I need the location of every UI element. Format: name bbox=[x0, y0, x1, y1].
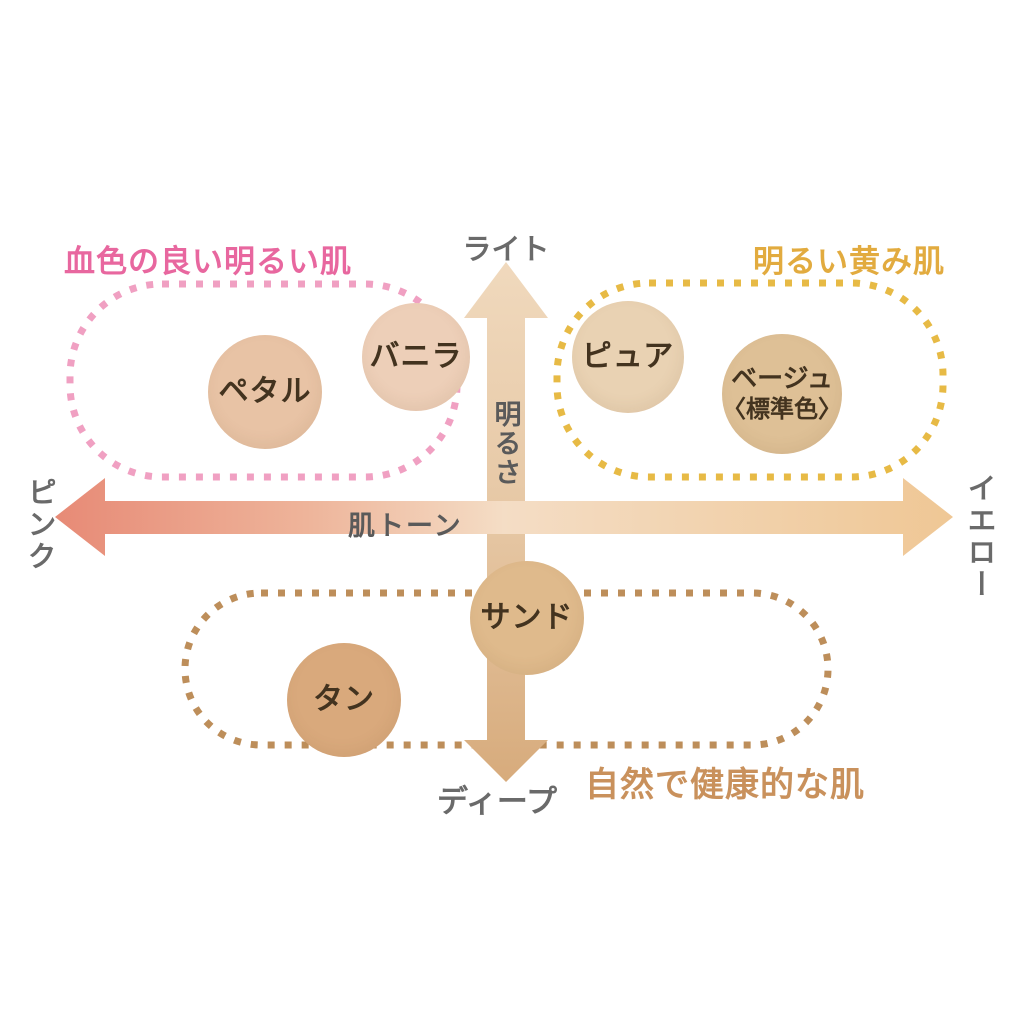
yellow-group-frame bbox=[553, 279, 947, 481]
skintone-axis-arrow bbox=[55, 478, 953, 556]
shade-label-sand: サンド bbox=[480, 600, 574, 634]
axis-bottom-label-deep: ディープ bbox=[437, 784, 557, 819]
axis-right-label-yellow: イエロー bbox=[963, 473, 995, 601]
shade-circle-tan: タン bbox=[287, 643, 401, 757]
shade-circle-sand: サンド bbox=[470, 561, 584, 675]
yellow-group-title: 明るい黄み肌 bbox=[753, 244, 945, 279]
shade-label-pure: ピュア bbox=[581, 339, 675, 373]
axis-left-label-pink: ピンク bbox=[23, 477, 55, 573]
shade-label-vanilla: バニラ bbox=[369, 339, 463, 373]
shade-label-petal: ペタル bbox=[218, 374, 312, 408]
skintone-axis-name: 肌トーン bbox=[348, 511, 463, 541]
shade-circle-pure: ピュア bbox=[572, 301, 684, 413]
axis-top-label-light: ライト bbox=[462, 234, 550, 266]
pink-group-frame bbox=[66, 280, 461, 481]
pink-group-title: 血色の良い明るい肌 bbox=[64, 244, 352, 279]
shade-note-beige-standard: 〈標準色〉 bbox=[722, 396, 842, 424]
shade-circle-beige: ベージュ 〈標準色〉 bbox=[722, 334, 842, 454]
shade-circle-vanilla: バニラ bbox=[362, 303, 470, 411]
shade-label-tan: タン bbox=[313, 682, 375, 716]
brightness-axis-name: 明るさ bbox=[490, 400, 521, 487]
natural-group-title: 自然で健康的な肌 bbox=[585, 766, 865, 804]
shade-circle-petal: ペタル bbox=[208, 335, 322, 449]
shade-label-beige: ベージュ bbox=[731, 363, 833, 394]
